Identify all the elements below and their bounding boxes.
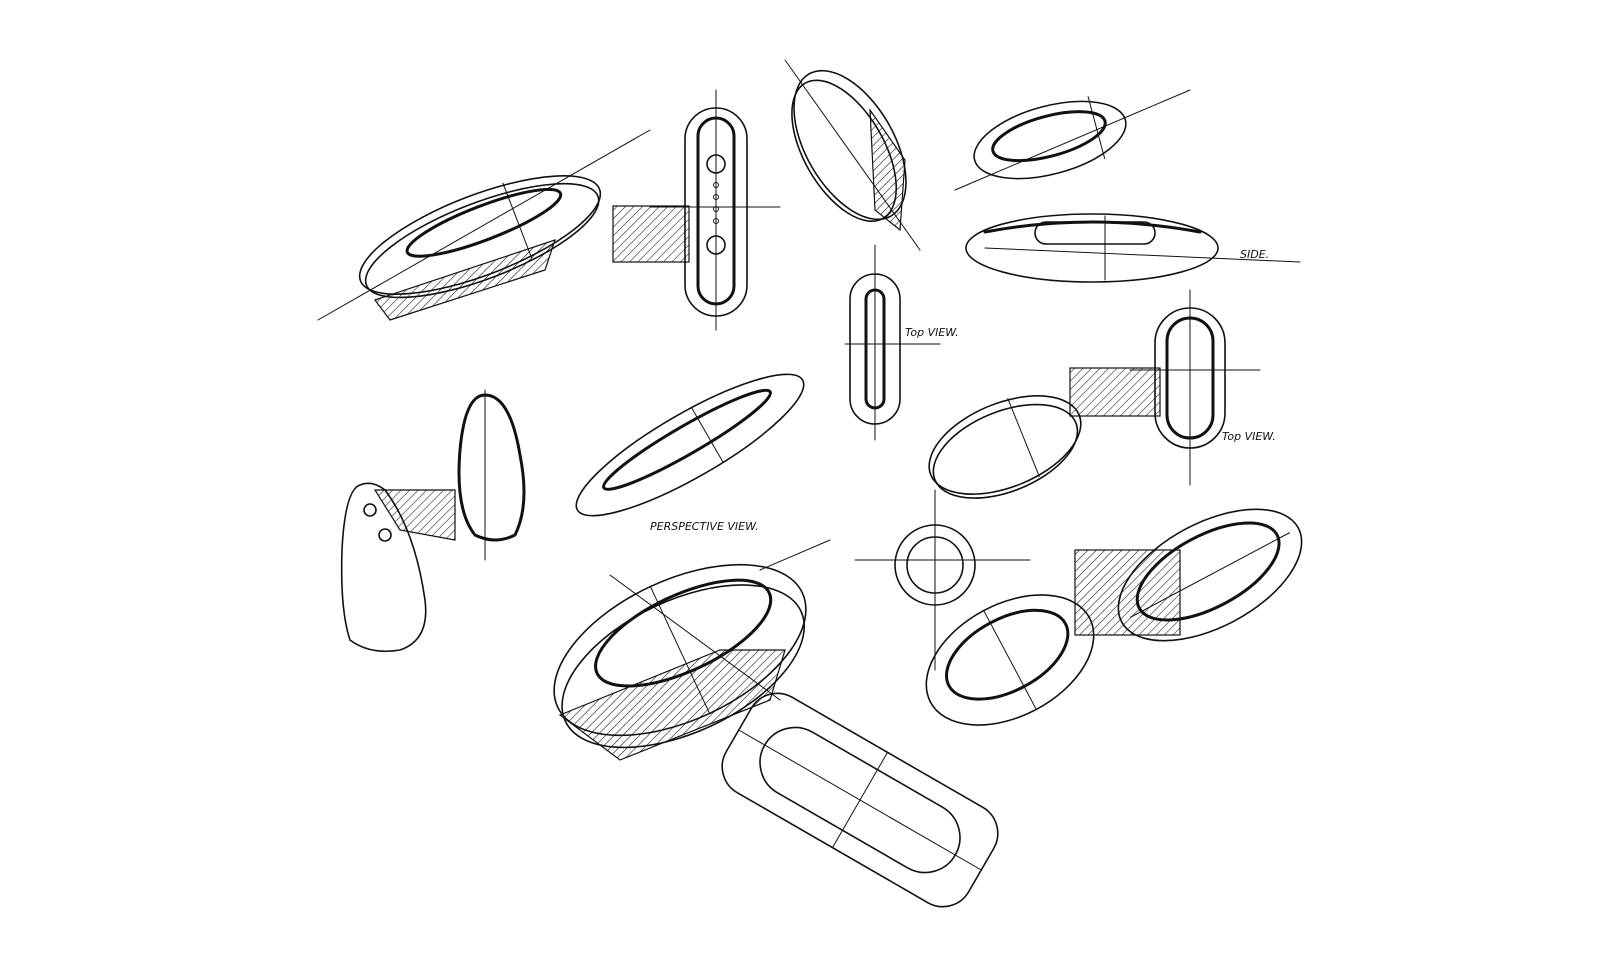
capsule-tilted-top (784, 59, 921, 251)
egg-and-capsule-lower-right (925, 508, 1303, 726)
capsule-front-view (854, 489, 1031, 671)
egg-perspective-right (928, 395, 1082, 499)
perspective-view-label: PERSPECTIVE VIEW. (650, 520, 759, 533)
capsule-top-view-right: Top VIEW. (1069, 289, 1276, 486)
capsule-side-view: SIDE. (965, 213, 1301, 283)
teardrop-left-views (340, 389, 526, 653)
flat-pad-perspective (721, 692, 999, 908)
top-view-label-2: Top VIEW. (1222, 430, 1276, 443)
capsule-perspective-center: PERSPECTIVE VIEW. (575, 373, 805, 533)
side-view-label: SIDE. (1240, 248, 1269, 261)
capsule-perspective-1 (317, 129, 651, 321)
capsule-top-view-buttons (612, 89, 781, 331)
capsule-perspective-large (553, 539, 831, 761)
capsule-perspective-small (954, 89, 1191, 191)
capsule-top-view-center: Top VIEW. (844, 244, 959, 441)
top-view-label-1: Top VIEW. (905, 326, 959, 339)
